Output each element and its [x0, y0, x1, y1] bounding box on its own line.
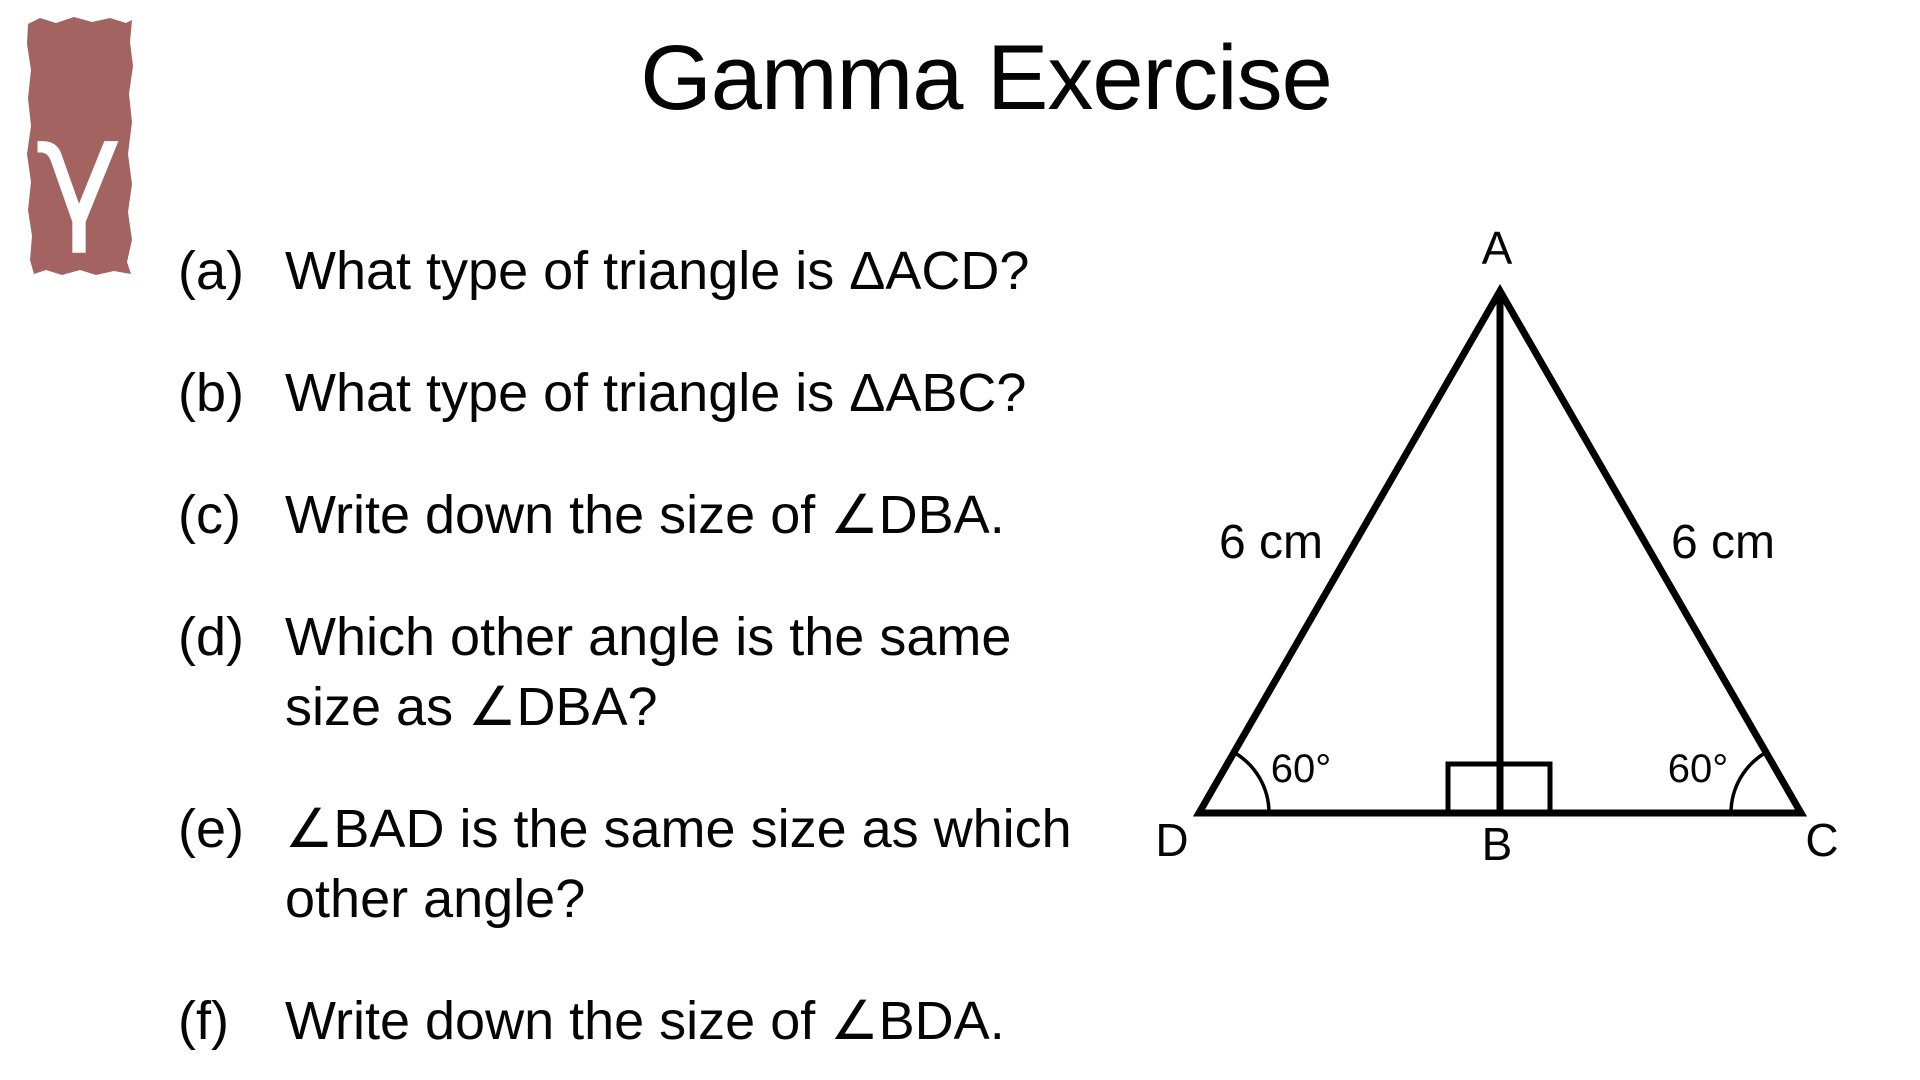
- page-title: Gamma Exercise: [640, 27, 1333, 129]
- logo-background: [27, 17, 133, 275]
- gamma-logo: γ: [22, 14, 138, 280]
- vertex-label-b: B: [1482, 818, 1513, 870]
- question-b-text: What type of triangle is ΔABC?: [285, 363, 1027, 423]
- gamma-glyph: γ: [35, 85, 123, 257]
- vertex-label-c: C: [1805, 814, 1838, 866]
- question-a: (a) What type of triangle is ΔACD?: [178, 236, 1098, 306]
- question-c-label: (c): [178, 485, 241, 545]
- question-a-text: What type of triangle is ΔACD?: [285, 241, 1030, 301]
- gamma-logo-icon: γ: [27, 17, 133, 275]
- question-list: (a) What type of triangle is ΔACD? (b) W…: [178, 236, 1098, 1080]
- question-f-label: (f): [178, 991, 229, 1051]
- question-e-text: ∠BAD is the same size as which other ang…: [285, 799, 1072, 929]
- angle-label-d: 60°: [1271, 747, 1332, 791]
- vertex-label-d: D: [1155, 814, 1188, 866]
- question-c-text: Write down the size of ∠DBA.: [285, 485, 1005, 545]
- question-d-text: Which other angle is the same size as ∠D…: [285, 607, 1012, 737]
- question-f-text: Write down the size of ∠BDA.: [285, 991, 1005, 1051]
- side-label-da: 6 cm: [1219, 516, 1323, 569]
- question-a-label: (a): [178, 241, 244, 301]
- question-b: (b) What type of triangle is ΔABC?: [178, 358, 1098, 428]
- angle-arc-d: [1233, 750, 1271, 814]
- angle-arc-c: [1729, 750, 1767, 814]
- triangle-diagram: A D B C 6 cm 6 cm 60° 60°: [1120, 220, 1880, 900]
- right-angle-marker: [1445, 761, 1553, 813]
- question-d: (d) Which other angle is the same size a…: [178, 602, 1098, 742]
- question-c: (c) Write down the size of ∠DBA.: [178, 480, 1098, 550]
- question-d-label: (d): [178, 607, 244, 667]
- question-e: (e) ∠BAD is the same size as which other…: [178, 794, 1098, 934]
- question-f: (f) Write down the size of ∠BDA.: [178, 986, 1098, 1056]
- side-label-ca: 6 cm: [1671, 516, 1775, 569]
- angle-label-c: 60°: [1668, 747, 1729, 791]
- question-e-label: (e): [178, 799, 244, 859]
- question-b-label: (b): [178, 363, 244, 423]
- vertex-label-a: A: [1482, 222, 1513, 274]
